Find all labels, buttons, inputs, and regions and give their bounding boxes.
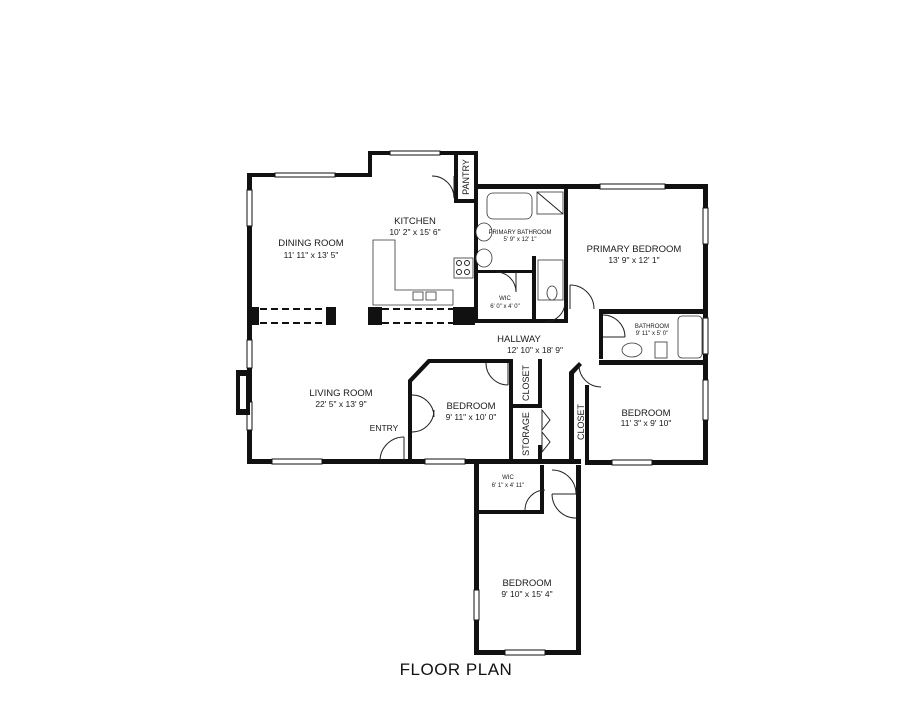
wic-bottom-dim: 6' 1" x 4' 11" — [492, 483, 524, 489]
pantry-name: PANTRY — [461, 159, 471, 195]
bedroom-right-name: BEDROOM — [621, 408, 670, 419]
bedroom-mid-name: BEDROOM — [446, 401, 495, 412]
living-room-dim: 22' 5" x 13' 9" — [315, 399, 366, 409]
primary-bedroom-name: PRIMARY BEDROOM — [587, 244, 682, 255]
wic-name: WIC — [499, 296, 511, 302]
bedroom-mid-dim: 9' 11" x 10' 0" — [446, 412, 497, 422]
bathroom-name: BATHROOM — [635, 324, 669, 330]
hallway-name: HALLWAY — [497, 334, 541, 345]
closet-mid-name: CLOSET — [521, 364, 531, 401]
wic-dim: 6' 0" x 4' 0" — [490, 304, 520, 310]
windows — [246, 150, 709, 656]
bedroom-right-dim: 11' 3" x 9' 10" — [621, 418, 672, 428]
primary-bedroom-dim: 13' 9" x 12' 1" — [608, 255, 659, 265]
room-labels: DINING ROOM 11' 11" x 13' 5" KITCHEN 10'… — [278, 159, 681, 599]
dining-room-dim: 11' 11" x 13' 5" — [284, 250, 339, 260]
openings — [260, 308, 453, 324]
storage-name: STORAGE — [521, 412, 531, 456]
primary-bathroom-dim: 5' 9" x 12' 1" — [504, 237, 537, 243]
bedroom-bottom-name: BEDROOM — [502, 578, 551, 589]
primary-bathroom-name: PRIMARY BATHROOM — [488, 230, 551, 236]
bathroom-dim: 9' 11" x 5' 0" — [636, 331, 668, 337]
bedroom-bottom-dim: 9' 10" x 15' 4" — [501, 589, 552, 599]
plan-title: FLOOR PLAN — [399, 660, 513, 679]
kitchen-dim: 10' 2" x 15' 6" — [389, 227, 440, 237]
interior-walls — [247, 189, 603, 514]
wic-bottom-name: WIC — [502, 475, 514, 481]
hallway-dim: 12' 10" x 18' 9" — [507, 345, 563, 355]
fireplace — [236, 370, 250, 415]
entry-name: ENTRY — [370, 423, 399, 433]
living-room-name: LIVING ROOM — [309, 388, 372, 399]
kitchen-name: KITCHEN — [394, 216, 436, 227]
closet-right-name: CLOSET — [576, 403, 586, 440]
doors — [379, 175, 626, 519]
fixtures — [372, 191, 703, 359]
dining-room-name: DINING ROOM — [278, 238, 344, 249]
